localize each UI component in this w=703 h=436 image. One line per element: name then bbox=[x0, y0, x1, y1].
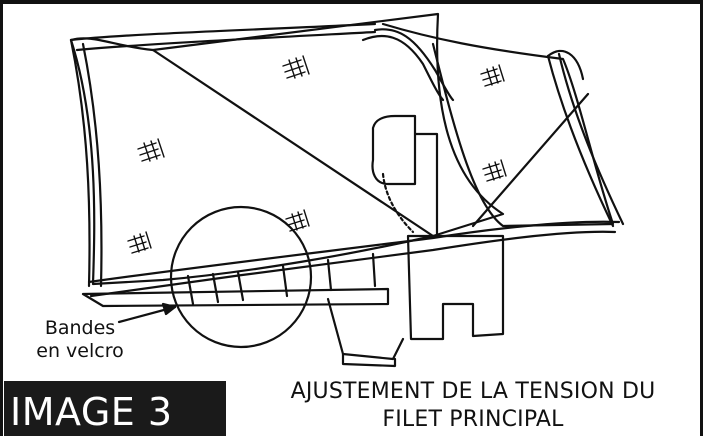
velcro-label-line-2: en velcro bbox=[36, 340, 124, 362]
caption-line-2: FILET PRINCIPAL bbox=[382, 407, 564, 432]
machine-stand bbox=[406, 234, 505, 341]
net-tension-illustration bbox=[69, 12, 625, 368]
machine-column bbox=[371, 114, 417, 186]
velcro-label-line-1: Bandes bbox=[44, 317, 116, 339]
velcro-strap-label: Bandes en velcro bbox=[30, 317, 130, 363]
spring-cable bbox=[381, 172, 415, 234]
caption-line-1: AJUSTEMENT DE LA TENSION DU bbox=[290, 379, 656, 404]
center-top-pad bbox=[361, 34, 445, 102]
bottom-rail bbox=[87, 220, 621, 284]
left-cable bbox=[151, 48, 435, 238]
left-top-pipe bbox=[69, 22, 377, 42]
callout-arrow-head bbox=[161, 302, 177, 316]
figure-caption: AJUSTEMENT DE LA TENSION DU FILET PRINCI… bbox=[248, 378, 698, 434]
detail-circle bbox=[169, 205, 313, 349]
right-cable bbox=[471, 92, 590, 228]
image-number-tag: IMAGE 3 bbox=[4, 381, 226, 436]
right-net-panel bbox=[381, 22, 615, 228]
left-side-pole bbox=[69, 38, 91, 288]
right-side-pole bbox=[546, 54, 615, 228]
